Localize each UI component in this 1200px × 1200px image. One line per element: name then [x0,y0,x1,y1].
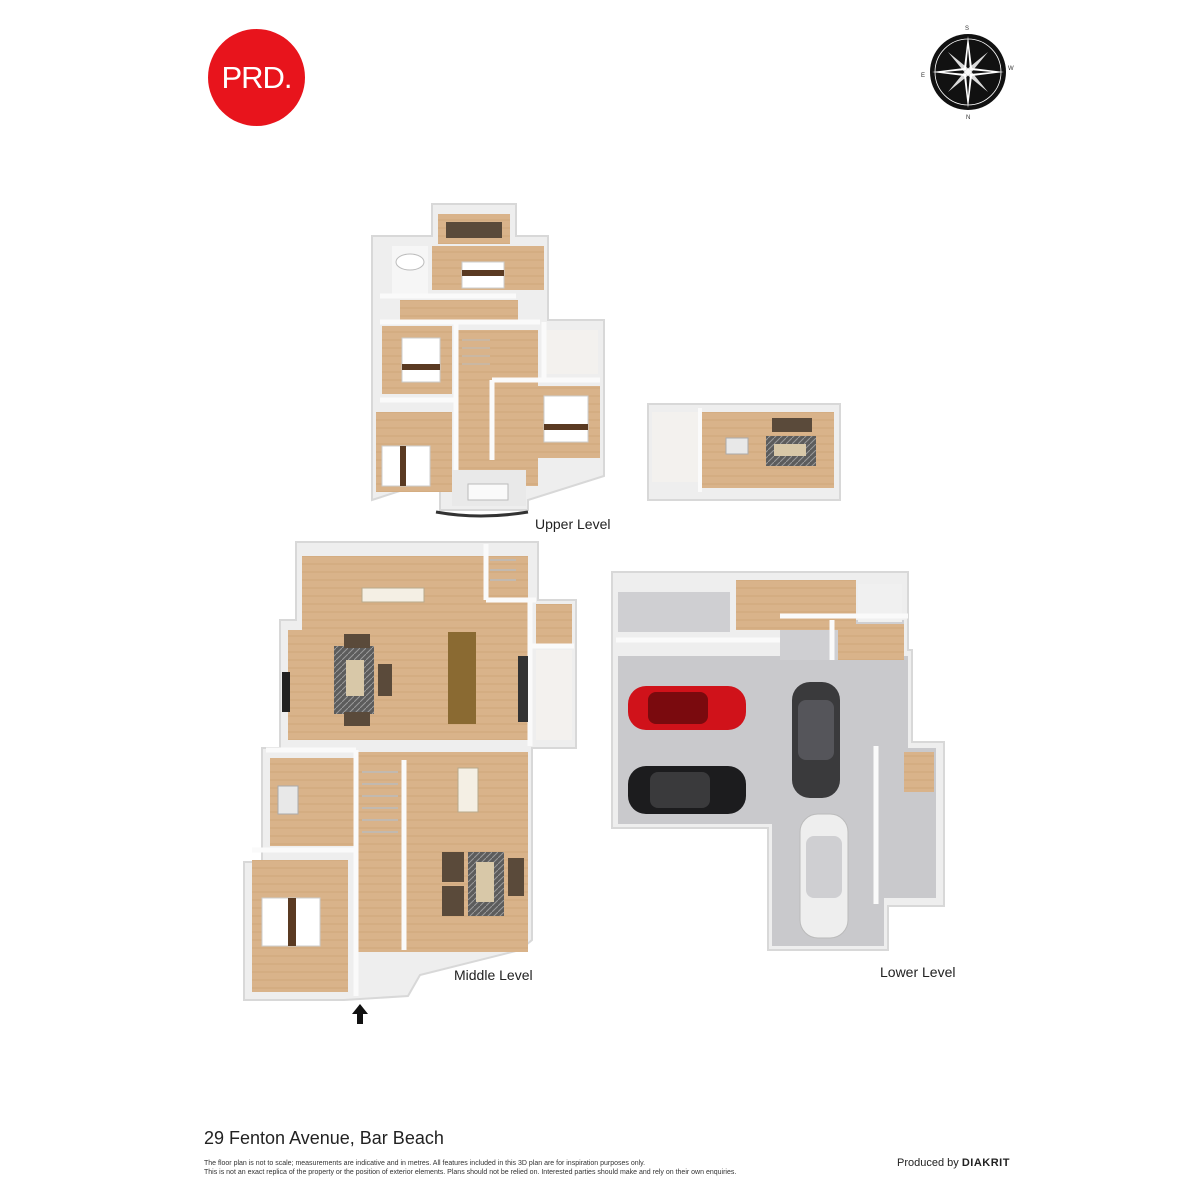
middle-level-label: Middle Level [454,967,533,983]
credit-brand: DIAKRIT [961,1157,1010,1169]
disclaimer: The floor plan is not to scale; measurem… [204,1159,844,1177]
upper-bed-2 [401,337,441,383]
entry-arrow-icon [352,1004,368,1024]
property-address: 29 Fenton Avenue, Bar Beach [204,1128,444,1148]
upper-level-plan [371,203,605,518]
compass-w: W [1008,66,1014,72]
lower-level-label: Lower Level [880,964,956,980]
car-black [628,766,746,814]
middle-level-plan [243,541,577,1024]
car-grey [792,682,840,798]
logo-text: PRD. [221,59,292,95]
upper-bed-4 [543,395,589,443]
compass-e: E [921,73,925,79]
compass-icon: S E W N [921,26,1014,121]
compass-n: N [966,115,970,121]
compass-s: S [965,26,969,32]
car-red [628,686,746,730]
upper-level-label: Upper Level [535,516,611,532]
upper-studio-plan [647,403,841,501]
disclaimer-line-1: The floor plan is not to scale; measurem… [204,1160,646,1167]
upper-bed-1 [461,261,505,289]
producer-credit: Produced by DIAKRIT [897,1157,1010,1169]
car-white [799,813,849,939]
upper-bed-3 [381,445,431,487]
lower-level-plan [611,571,945,951]
credit-prefix: Produced by [897,1157,959,1169]
disclaimer-line-2: This is not an exact replica of the prop… [204,1169,737,1176]
prd-logo: PRD. [208,29,305,126]
